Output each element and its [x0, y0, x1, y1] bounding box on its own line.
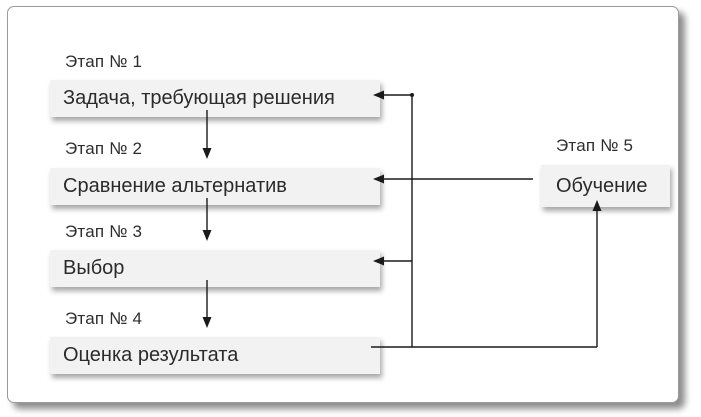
- flow-box-comparison: Сравнение альтернатив: [50, 168, 380, 205]
- flow-box-choice: Выбор: [50, 250, 380, 287]
- stage-label-4: Этап № 4: [65, 309, 143, 328]
- stage-label-2: Этап № 2: [65, 139, 143, 158]
- stage-label-5: Этап № 5: [556, 136, 634, 155]
- flow-box-evaluation: Оценка результата: [50, 337, 380, 374]
- stage-label-1: Этап № 1: [65, 52, 143, 71]
- flow-box-learning: Обучение: [541, 165, 670, 207]
- diagram-frame: Этап № 1 Этап № 2 Этап № 3 Этап № 4 Этап…: [7, 6, 679, 403]
- stage-label-3: Этап № 3: [65, 222, 143, 241]
- flow-box-task: Задача, требующая решения: [50, 80, 380, 117]
